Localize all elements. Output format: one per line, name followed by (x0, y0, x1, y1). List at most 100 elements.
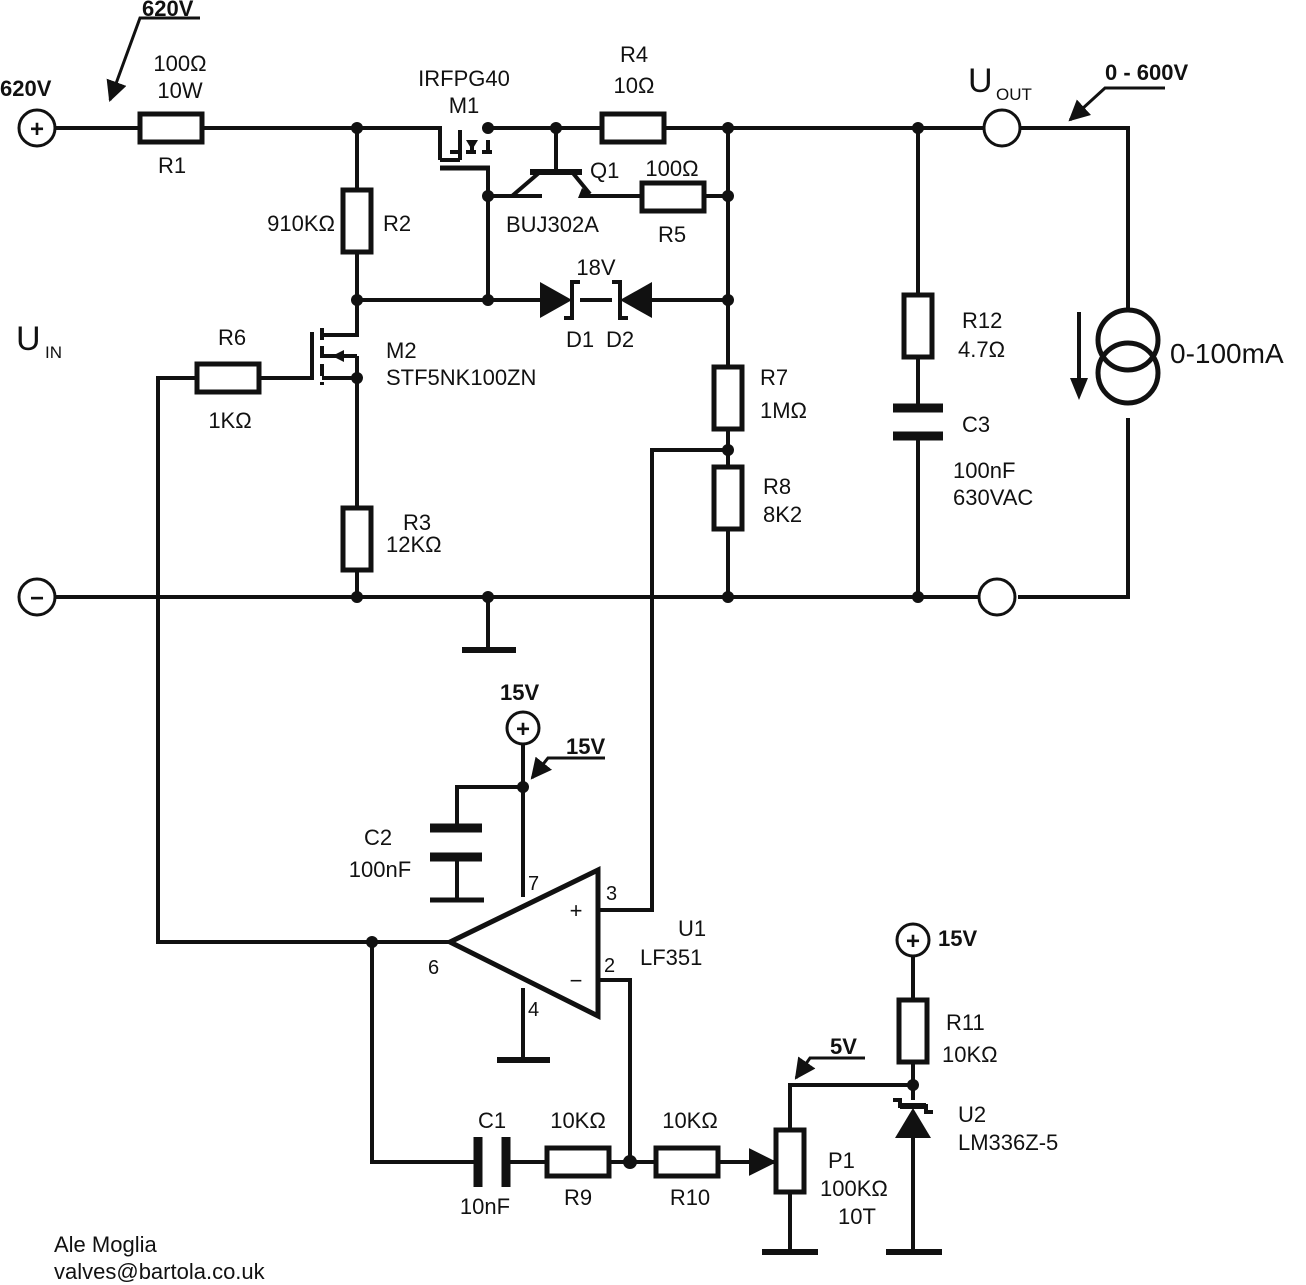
load-current-label: 0-100mA (1170, 338, 1284, 369)
r1-value: 100Ω (153, 51, 206, 76)
opamp-u1: + − (444, 866, 601, 1021)
capacitor-c3 (893, 403, 943, 441)
resistor-r6 (194, 361, 262, 395)
supply-terminal-opamp: + (505, 710, 541, 746)
r8-value: 8K2 (763, 502, 802, 527)
input-voltage-label: 620V (0, 76, 52, 101)
net-label-input: 620V (106, 0, 200, 102)
uout-label: U OUT (968, 62, 1032, 104)
junctions (351, 122, 924, 1169)
r9-ref: R9 (564, 1185, 592, 1210)
load-current-source (1095, 307, 1161, 406)
r2-ref: R2 (383, 211, 411, 236)
m1-ref: M1 (449, 93, 480, 118)
r9-value: 10KΩ (550, 1108, 606, 1133)
svg-text:+: + (516, 716, 530, 743)
c1-value: 10nF (460, 1194, 510, 1219)
r6-value: 1KΩ (208, 408, 251, 433)
q1-ref: Q1 (590, 158, 619, 183)
r8-ref: R8 (763, 474, 791, 499)
r2-value: 910KΩ (267, 211, 335, 236)
resistor-r4 (599, 111, 667, 145)
r4-value: 10Ω (614, 73, 655, 98)
r12-ref: R12 (962, 308, 1002, 333)
c3-value: 100nF (953, 458, 1015, 483)
input-negative-terminal: − (17, 577, 57, 617)
m2-ref: M2 (386, 338, 417, 363)
c3-rating: 630VAC (953, 485, 1033, 510)
r12-value: 4.7Ω (958, 337, 1005, 362)
c1-ref: C1 (478, 1108, 506, 1133)
u1-part: LF351 (640, 945, 702, 970)
reference-u2 (893, 1098, 933, 1138)
resistor-r5 (639, 180, 707, 214)
capacitor-c1 (473, 1137, 511, 1187)
u1-pin7: 7 (528, 873, 539, 895)
r1-rating: 10W (157, 78, 202, 103)
r3-value: 12KΩ (386, 532, 442, 557)
author-email: valves@bartola.co.uk (54, 1259, 266, 1284)
resistor-r9 (544, 1145, 612, 1179)
wires (55, 126, 1130, 1252)
resistor-r8 (711, 464, 745, 532)
u1-pin2: 2 (604, 955, 615, 977)
mosfet-m1 (438, 128, 496, 171)
u1-pin6: 6 (428, 957, 439, 979)
r5-ref: R5 (658, 222, 686, 247)
r11-ref: R11 (946, 1010, 985, 1035)
resistor-r12 (901, 292, 935, 360)
svg-text:5V: 5V (830, 1034, 857, 1059)
svg-text:0 - 600V: 0 - 600V (1105, 60, 1188, 85)
load-current-arrow (1070, 312, 1088, 400)
m2-part: STF5NK100ZN (386, 365, 536, 390)
mosfet-m2 (310, 328, 359, 385)
r7-value: 1MΩ (760, 398, 807, 423)
zener-value: 18V (576, 255, 615, 280)
uin-label: U IN (16, 320, 62, 362)
resistor-r1 (137, 111, 205, 145)
u1-minus-input: − (570, 968, 583, 993)
zener-d2 (580, 280, 652, 320)
svg-text:U: U (16, 320, 41, 358)
c2-ref: C2 (364, 825, 392, 850)
p1-turns: 10T (838, 1204, 876, 1229)
resistor-r3 (340, 505, 374, 573)
supply-terminal-ref: + (895, 922, 931, 958)
potentiometer-p1 (773, 1127, 807, 1195)
svg-text:IN: IN (45, 343, 62, 362)
resistor-r7 (711, 364, 745, 432)
p1-value: 100KΩ (820, 1176, 888, 1201)
c2-value: 100nF (349, 857, 411, 882)
r1-ref: R1 (158, 153, 186, 178)
p1-ref: P1 (828, 1148, 855, 1173)
c3-ref: C3 (962, 412, 990, 437)
r6-ref: R6 (218, 325, 246, 350)
u1-pin4: 4 (528, 999, 539, 1021)
m1-part: IRFPG40 (418, 66, 510, 91)
d2-ref: D2 (606, 327, 634, 352)
zener-d1 (540, 280, 580, 320)
svg-text:+: + (906, 928, 920, 955)
r4-ref: R4 (620, 42, 648, 67)
r5-value: 100Ω (645, 156, 698, 181)
output-negative-terminal (977, 577, 1017, 617)
r10-value: 10KΩ (662, 1108, 718, 1133)
r7-ref: R7 (760, 365, 788, 390)
r3-ref: R3 (403, 510, 431, 535)
output-positive-terminal (982, 108, 1022, 148)
u1-plus-input: + (570, 898, 583, 923)
resistor-r2 (340, 187, 374, 255)
u2-part: LM336Z-5 (958, 1130, 1058, 1155)
r11-value: 10KΩ (942, 1042, 998, 1067)
input-positive-terminal: + (17, 108, 57, 148)
d1-ref: D1 (566, 327, 594, 352)
resistor-r10 (653, 1145, 721, 1179)
svg-text:−: − (30, 585, 44, 612)
svg-text:OUT: OUT (996, 85, 1032, 104)
svg-text:15V: 15V (566, 734, 605, 759)
u1-pin3: 3 (606, 883, 617, 905)
capacitor-c2 (430, 823, 484, 903)
supply-label-opamp: 15V (500, 680, 539, 705)
net-label-reference: 5V (794, 1034, 865, 1080)
